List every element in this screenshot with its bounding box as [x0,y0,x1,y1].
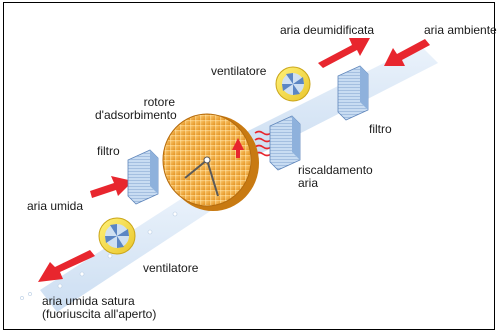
moisture-dots [20,211,178,300]
filter-icon [337,65,369,121]
label-aria-umida-satura: aria umida satura (fuoriuscita all'apert… [42,295,156,321]
upper-air-stream [230,45,438,160]
label-rotore-line1: rotore [143,95,175,109]
label-rotore-line2: d'adsorbimento [95,108,177,122]
label-filtro-right: filtro [369,122,392,136]
label-riscaldamento-line1: riscaldamento [298,163,373,177]
label-riscaldamento: riscaldamento aria [298,164,373,190]
label-aria-deumidificata: aria deumidificata [280,23,375,37]
fan-icon [98,217,136,255]
label-aria-ambiente: aria ambiente [424,23,497,37]
filter-icon [269,115,301,171]
label-rotore: rotore d'adsorbimento [95,95,177,122]
label-aria-satura-line2: (fuoriuscita all'aperto) [42,307,157,321]
label-aria-satura-line1: aria umida satura [42,294,135,308]
label-riscaldamento-line2: aria [298,176,319,190]
rotor-icon [162,113,259,211]
filter-icon [127,149,159,205]
label-aria-umida: aria umida [27,199,84,213]
arrow-icon [38,38,430,282]
label-ventilatore-top: ventilatore [211,64,267,78]
heater-icon [254,130,272,157]
label-filtro-left: filtro [97,144,120,158]
fan-icon [275,66,311,102]
label-ventilatore-bottom: ventilatore [143,261,199,275]
frame-border [3,2,495,330]
